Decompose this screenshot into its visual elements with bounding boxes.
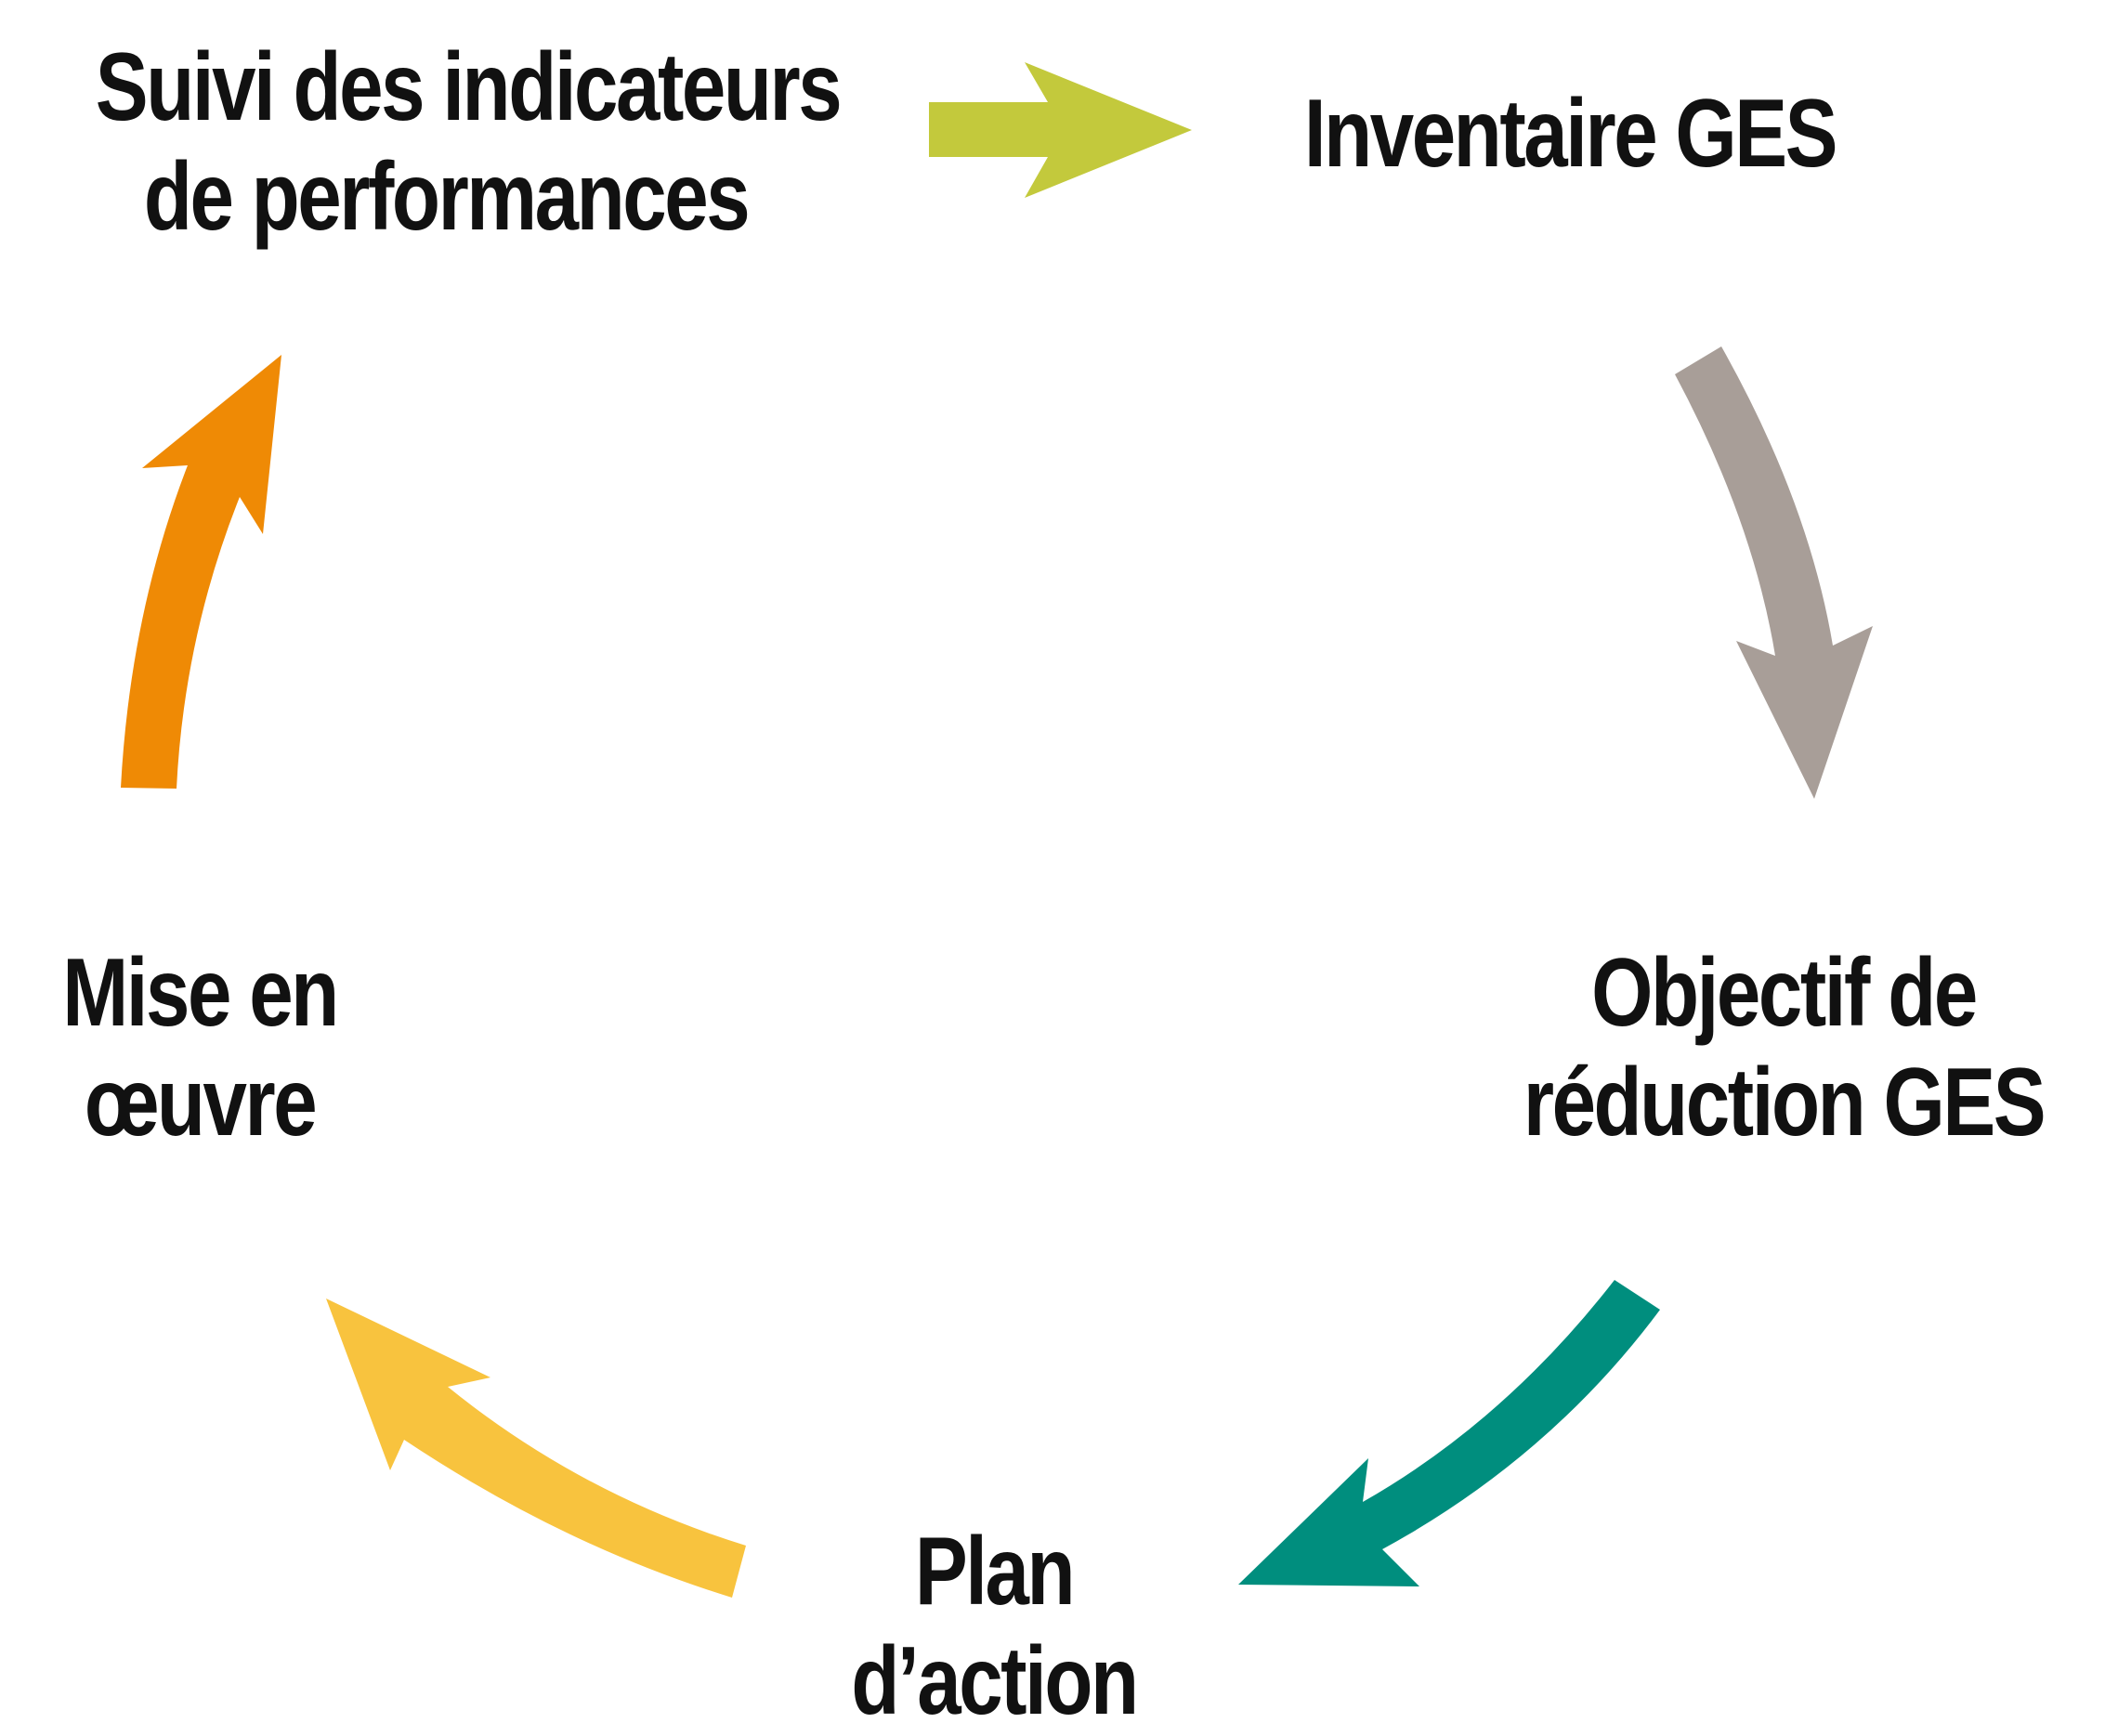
stage-plan-label: Plan d’action [765,1517,1222,1736]
stage-inventaire-line-1: Inventaire GES [1303,80,1838,188]
stage-mise-label: Mise en œuvre [36,938,364,1157]
stage-suivi-line-2: de performances [143,143,751,251]
stage-mise-line-1: Mise en [62,939,339,1047]
stage-objectif-line-2: réduction GES [1523,1049,2046,1156]
stage-objectif-label: Objectif de réduction GES [1510,938,2058,1157]
arrow-plan-to-mise [326,1299,746,1598]
stage-inventaire-label: Inventaire GES [1296,79,1844,189]
stage-suivi-line-1: Suivi des indicateurs [95,33,843,141]
stage-mise-line-2: œuvre [84,1049,318,1156]
stage-plan-line-2: d’action [851,1627,1139,1735]
arrow-objectif-to-plan [1238,1280,1660,1586]
stage-suivi-label: Suivi des indicateurs de performances [95,33,843,252]
stage-plan-line-1: Plan [914,1518,1076,1625]
arrow-mise-to-suivi [121,355,281,789]
arrow-inventaire-to-objectif [1675,346,1873,799]
arrow-suivi-to-inventaire [929,62,1192,198]
stage-objectif-line-1: Objectif de [1591,939,1978,1047]
